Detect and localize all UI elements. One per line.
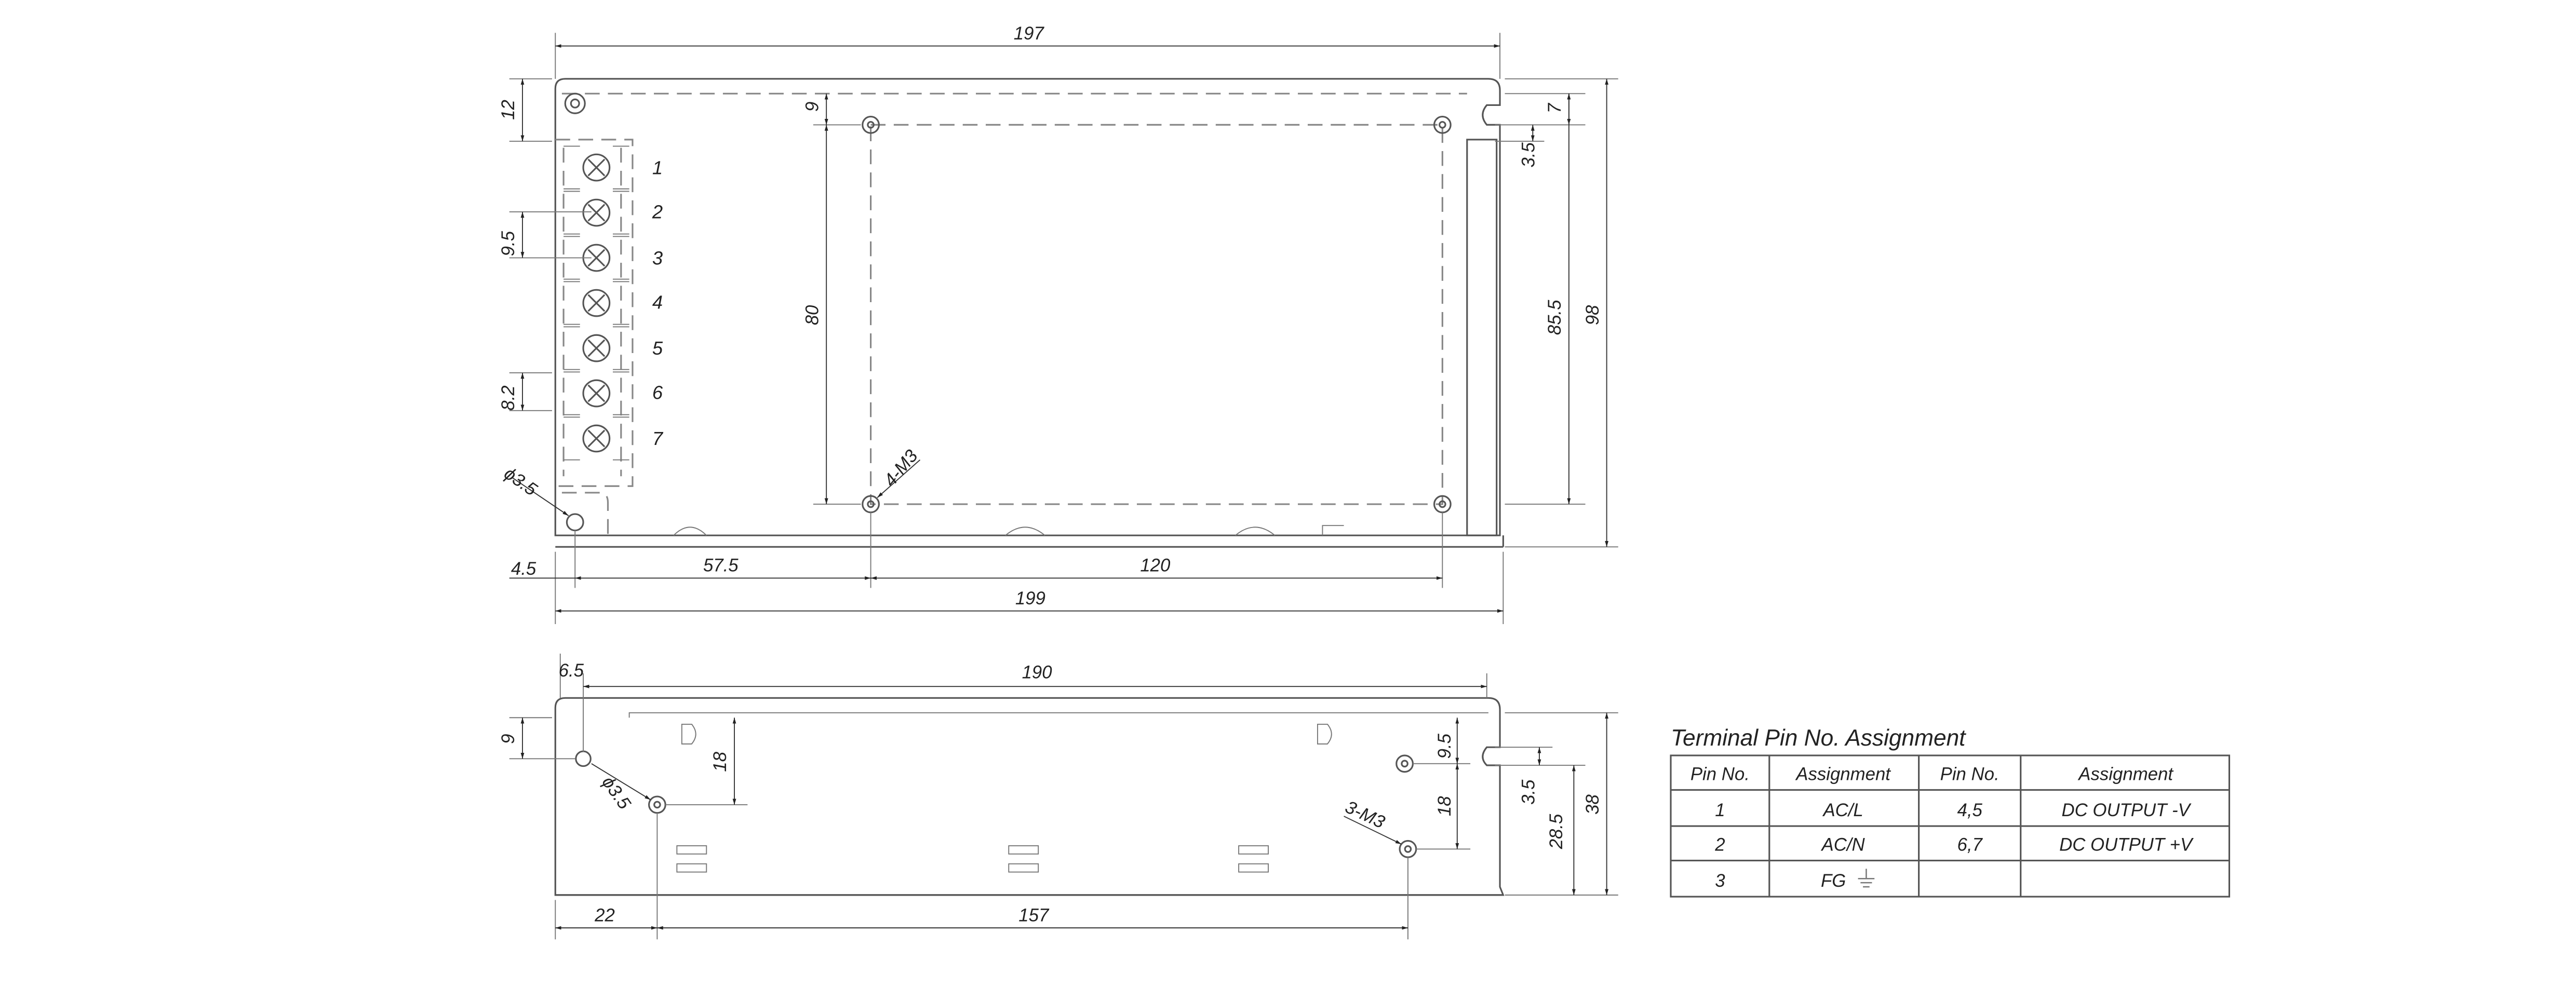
cell: AC/N	[1821, 835, 1866, 855]
dim-28-5: 28.5	[1547, 814, 1566, 849]
dim-199: 199	[1015, 589, 1045, 609]
dim-side-9: 9	[499, 734, 518, 744]
header-pin-no: Pin No.	[1691, 764, 1750, 784]
cell: 3	[1715, 871, 1725, 891]
dim-8-2: 8.2	[499, 385, 518, 410]
dim-3-5: 3.5	[1519, 142, 1538, 168]
pin-label: 5	[652, 337, 663, 359]
dim-3-m3: 3-M3	[1342, 797, 1388, 832]
dim-57-5: 57.5	[703, 556, 739, 576]
dim-80: 80	[802, 305, 822, 325]
dim-4-5: 4.5	[511, 559, 536, 579]
terminal-screw-icon	[564, 371, 629, 415]
dim-side-3-5: 3.5	[1519, 779, 1538, 805]
chassis-outline	[554, 78, 1501, 536]
dim-85-5: 85.5	[1545, 300, 1565, 335]
mounting-holes	[862, 115, 1452, 513]
dim-9: 9	[802, 102, 822, 112]
dim-4-m3: 4-M3	[880, 446, 922, 491]
cell: AC/L	[1822, 801, 1863, 820]
dim-38: 38	[1583, 794, 1603, 815]
pin-label: 7	[652, 428, 664, 449]
side-outline	[554, 697, 1505, 896]
dim-12: 12	[499, 100, 518, 120]
dim-side-18-right: 18	[1435, 796, 1455, 816]
earth-ground-icon	[1858, 869, 1875, 888]
dim-side-9-5: 9.5	[1435, 733, 1455, 759]
cell: DC OUTPUT +V	[2059, 835, 2194, 855]
terminal-screw-icon	[564, 416, 629, 461]
pin-label: 2	[652, 201, 663, 223]
dim-7: 7	[1545, 102, 1565, 113]
dim-9-5: 9.5	[499, 231, 518, 256]
cell: 6,7	[1957, 835, 1983, 855]
table-title: Terminal Pin No. Assignment	[1671, 725, 1966, 751]
cell: 2	[1714, 835, 1725, 855]
dim-197: 197	[1014, 24, 1045, 44]
dim-190: 190	[1022, 662, 1053, 682]
dim-157: 157	[1018, 905, 1050, 925]
pin-label: 4	[652, 292, 663, 313]
dim-22: 22	[594, 905, 615, 925]
terminal-screw-icon	[564, 281, 629, 325]
header-assignment: Assignment	[2077, 764, 2174, 784]
pin-label: 3	[652, 247, 663, 268]
top-view: 1 2 3 4 5 6 7 197 12 9.5 8.2	[499, 24, 1618, 624]
pin-label: 6	[652, 382, 663, 403]
header-assignment: Assignment	[1795, 764, 1891, 784]
side-view: 6.5 190 9 18 ϕ3.5 9.5 18 3-M3 3.5 28.5 3…	[499, 653, 1618, 940]
cell: FG	[1821, 871, 1846, 891]
terminal-screw-icon	[564, 191, 629, 235]
dim-side-18-left: 18	[710, 751, 730, 772]
terminal-screw-icon	[564, 236, 629, 280]
pin-label: 1	[652, 157, 663, 178]
cell: 1	[1715, 801, 1725, 820]
dim-side-hole-dia: ϕ3.5	[598, 773, 634, 813]
terminal-block: 1 2 3 4 5 6 7	[555, 139, 664, 487]
cell: 4,5	[1957, 801, 1982, 820]
pin-assignment-table: Terminal Pin No. Assignment Pin No. Assi…	[1670, 725, 2231, 898]
dim-6-5: 6.5	[559, 661, 584, 681]
vent-slots	[676, 845, 1269, 873]
terminal-screw-icon	[564, 326, 629, 370]
terminal-screw-icon	[564, 145, 629, 190]
header-pin-no: Pin No.	[1940, 764, 2000, 784]
cell: DC OUTPUT -V	[2061, 801, 2191, 820]
dim-98: 98	[1583, 305, 1603, 325]
side-flange	[1466, 139, 1498, 536]
dim-hole-dia: ϕ3.5	[500, 464, 541, 500]
dim-120: 120	[1140, 556, 1171, 576]
